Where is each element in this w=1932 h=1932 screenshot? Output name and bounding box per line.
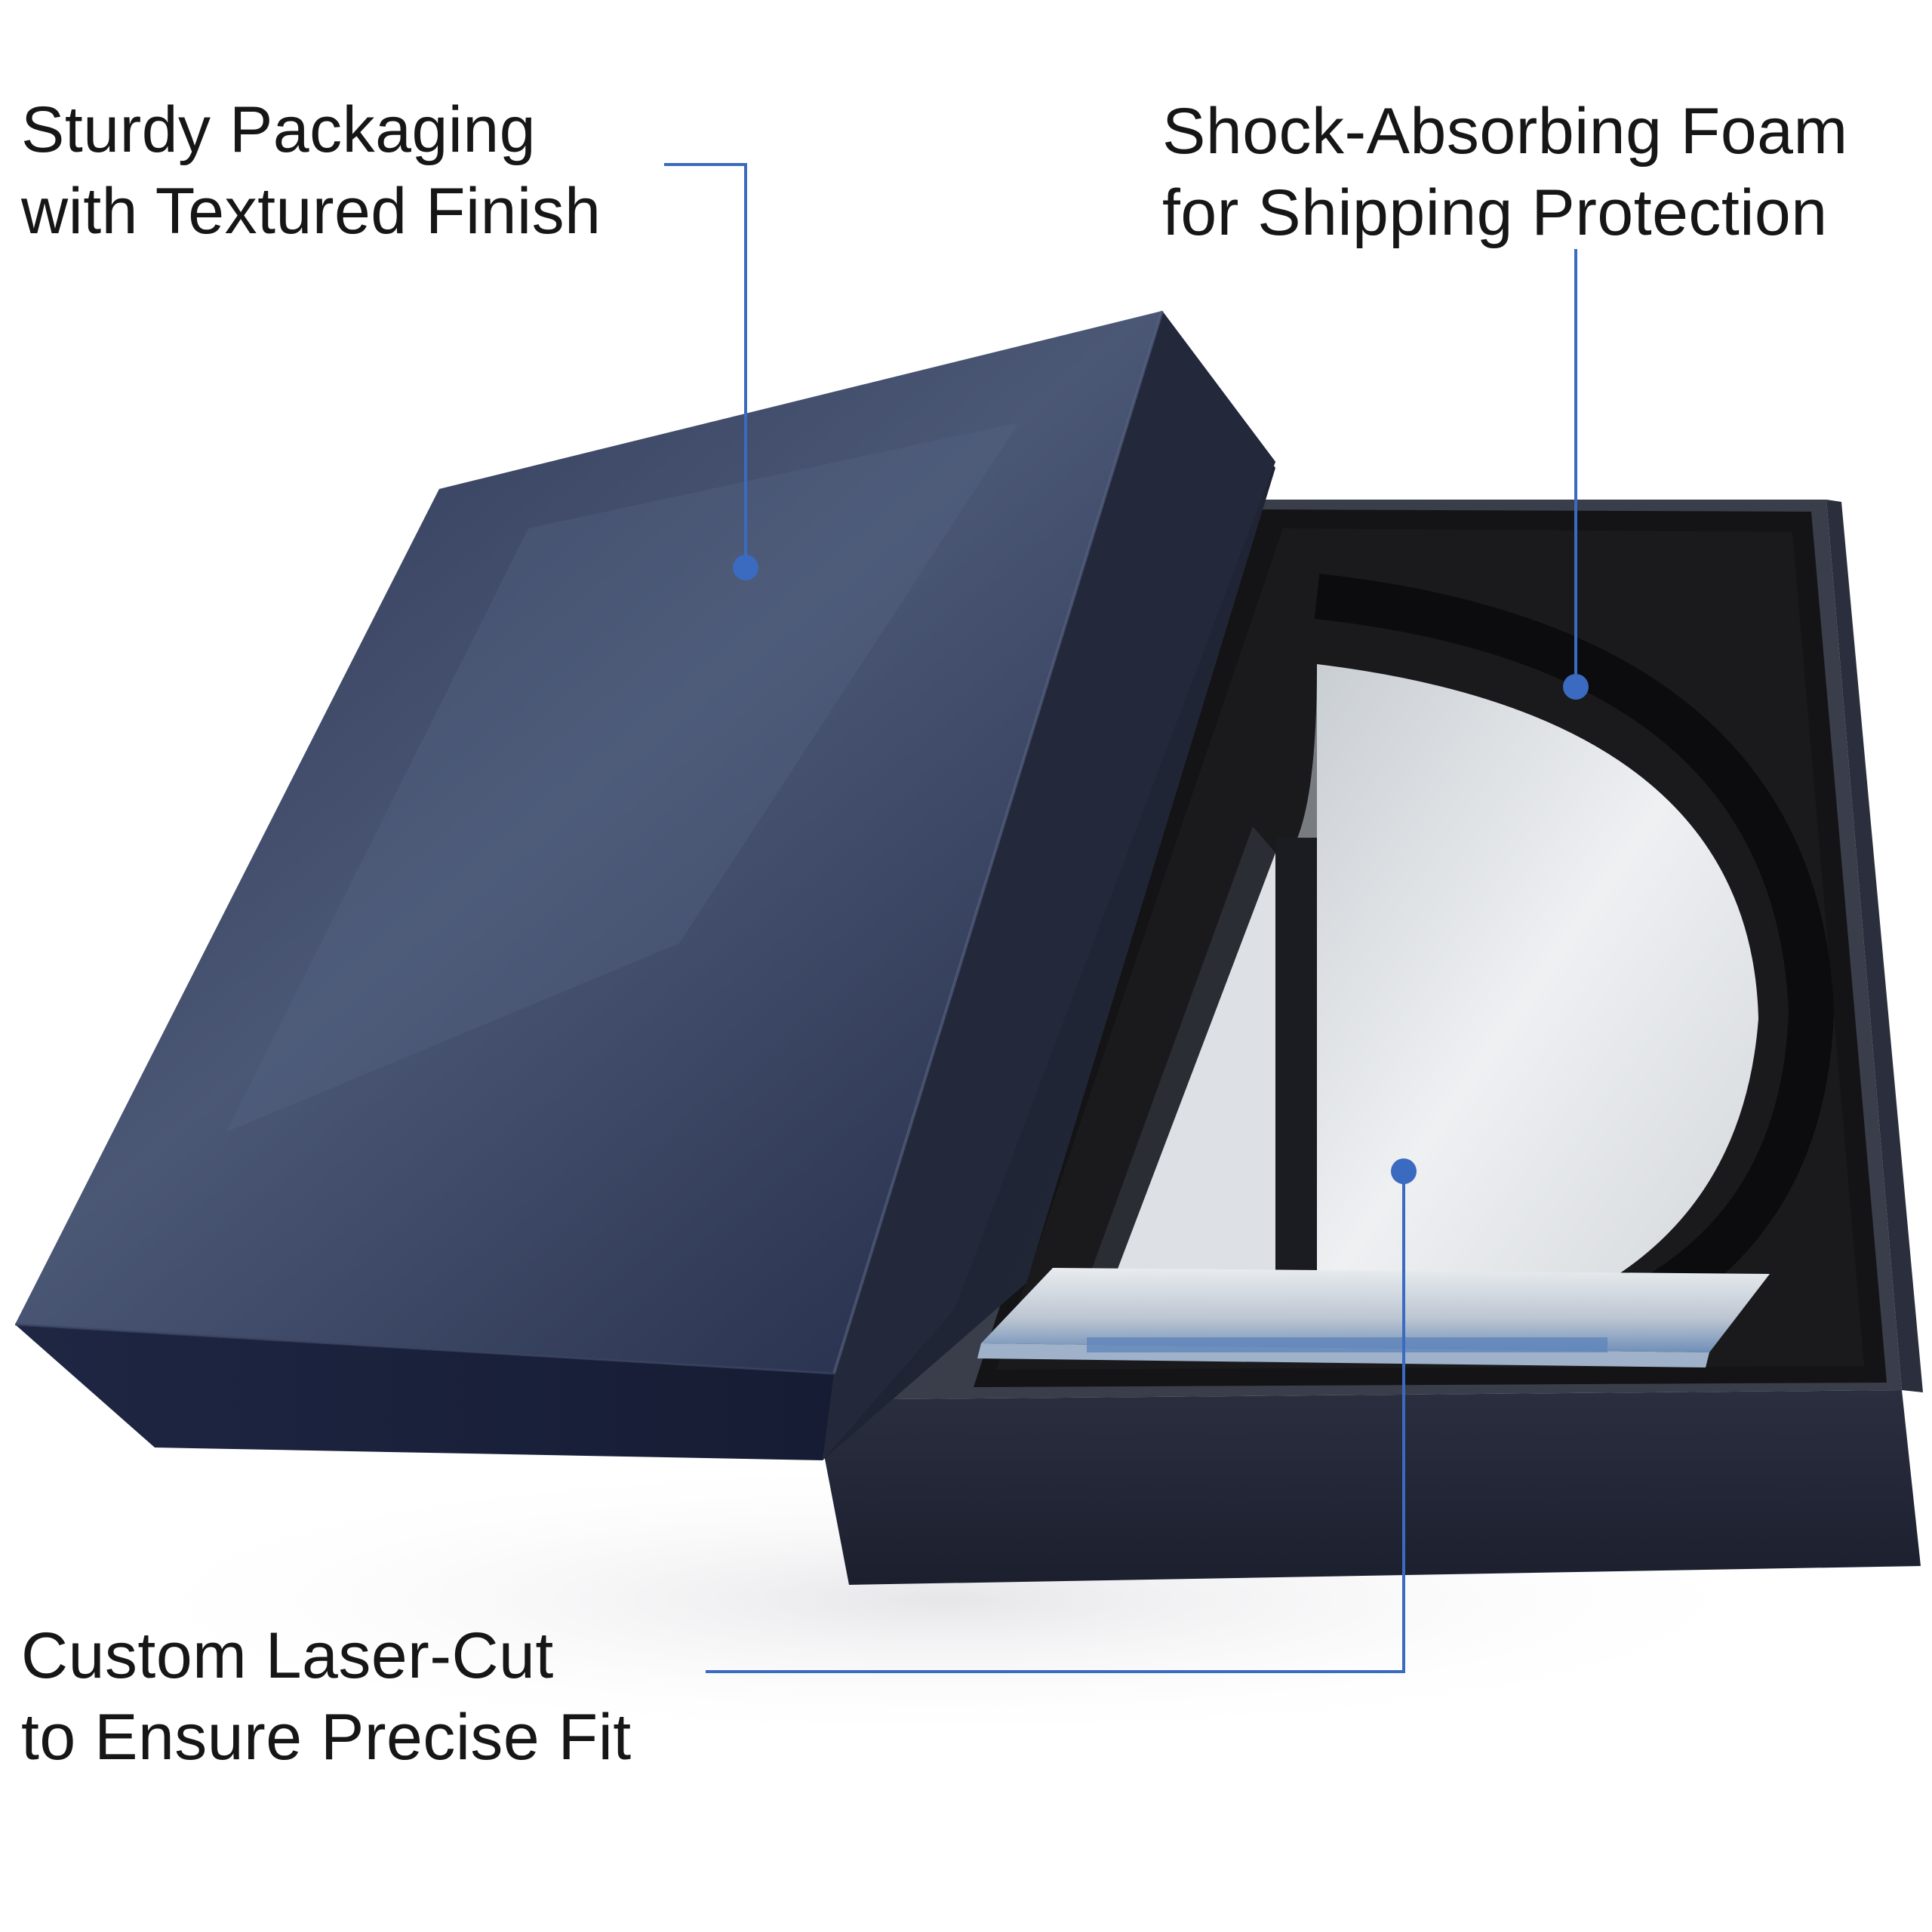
marker-dot-packaging xyxy=(733,555,758,580)
callout-laser-cut: Custom Laser-Cut to Ensure Precise Fit xyxy=(21,1615,632,1778)
callout-packaging-line1: Sturdy Packaging xyxy=(21,94,537,166)
marker-dot-foam xyxy=(1563,674,1589,700)
callout-foam: Shock-Absorbing Foam for Shipping Protec… xyxy=(1162,91,1848,254)
glass-plinth xyxy=(981,1268,1770,1352)
box-lid-front xyxy=(15,1324,834,1460)
callout-laser-cut-line1: Custom Laser-Cut xyxy=(21,1620,554,1692)
box-base-side xyxy=(1826,500,1923,1392)
leader-lines xyxy=(664,163,1577,1673)
callout-laser-cut-line2: to Ensure Precise Fit xyxy=(21,1701,632,1774)
box-lid xyxy=(14,310,1275,1460)
callout-foam-line2: for Shipping Protection xyxy=(1162,177,1828,249)
leader-line-packaging xyxy=(664,163,747,568)
marker-dot-laser xyxy=(1391,1158,1417,1184)
callout-packaging: Sturdy Packaging with Textured Finish xyxy=(21,89,601,252)
box-base-front xyxy=(814,1390,1921,1585)
leader-line-laser xyxy=(706,1171,1405,1673)
callout-packaging-line2: with Textured Finish xyxy=(21,175,601,248)
callout-foam-line1: Shock-Absorbing Foam xyxy=(1162,95,1848,168)
glass-award xyxy=(977,574,1835,1367)
